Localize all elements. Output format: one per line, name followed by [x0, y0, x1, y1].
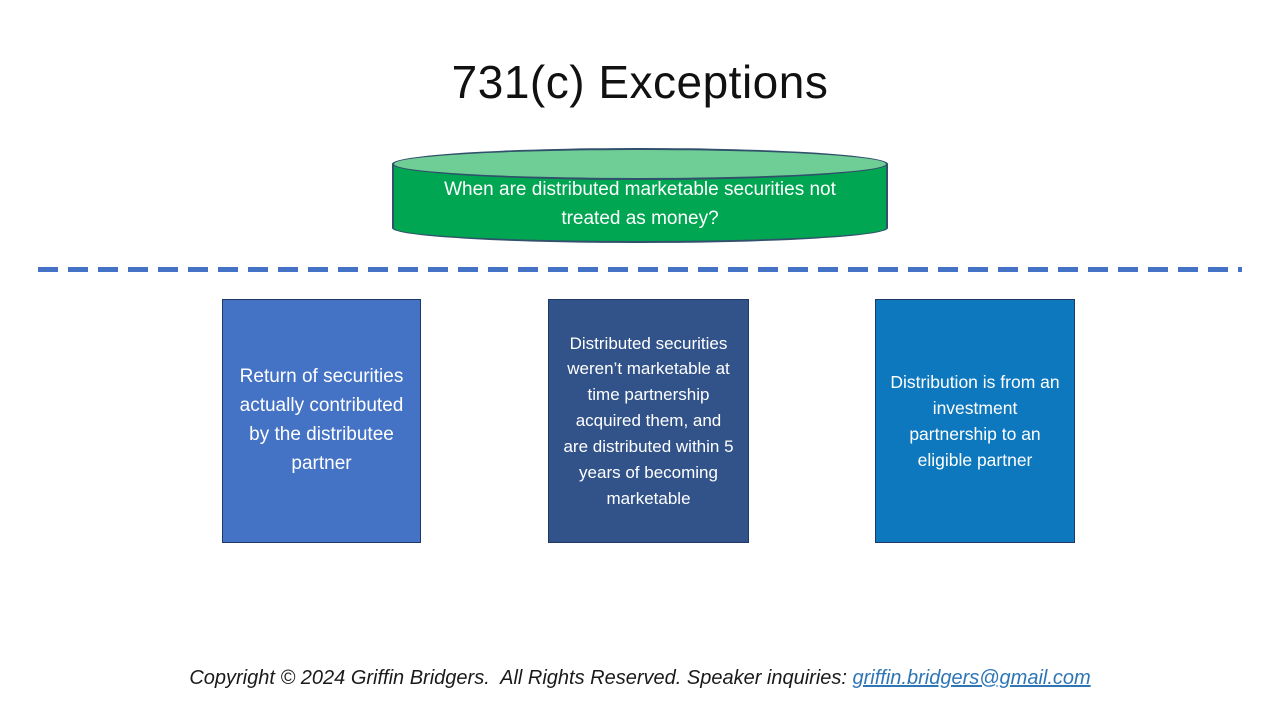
copyright-footer: Copyright © 2024 Griffin Bridgers. All R… — [0, 667, 1280, 690]
question-cylinder: When are distributed marketable securiti… — [392, 148, 888, 243]
slide-title: 731(c) Exceptions — [451, 56, 829, 108]
exception-text-2: Distributed securities weren’t marketabl… — [563, 333, 734, 508]
exception-text-1: Return of securities actually contribute… — [239, 366, 404, 474]
exception-text-3: Distribution is from an investment partn… — [890, 371, 1060, 471]
exception-box-3: Distribution is from an investment partn… — [875, 299, 1075, 543]
question-text: When are distributed marketable securiti… — [444, 178, 836, 229]
copyright-text: Copyright © 2024 Griffin Bridgers. All R… — [189, 667, 853, 689]
cylinder-top-ellipse — [392, 148, 888, 180]
email-link[interactable]: griffin.bridgers@gmail.com — [852, 667, 1091, 689]
dashed-divider-line — [38, 267, 1242, 272]
exception-box-1: Return of securities actually contribute… — [222, 299, 421, 543]
exception-box-2: Distributed securities weren’t marketabl… — [548, 299, 749, 543]
